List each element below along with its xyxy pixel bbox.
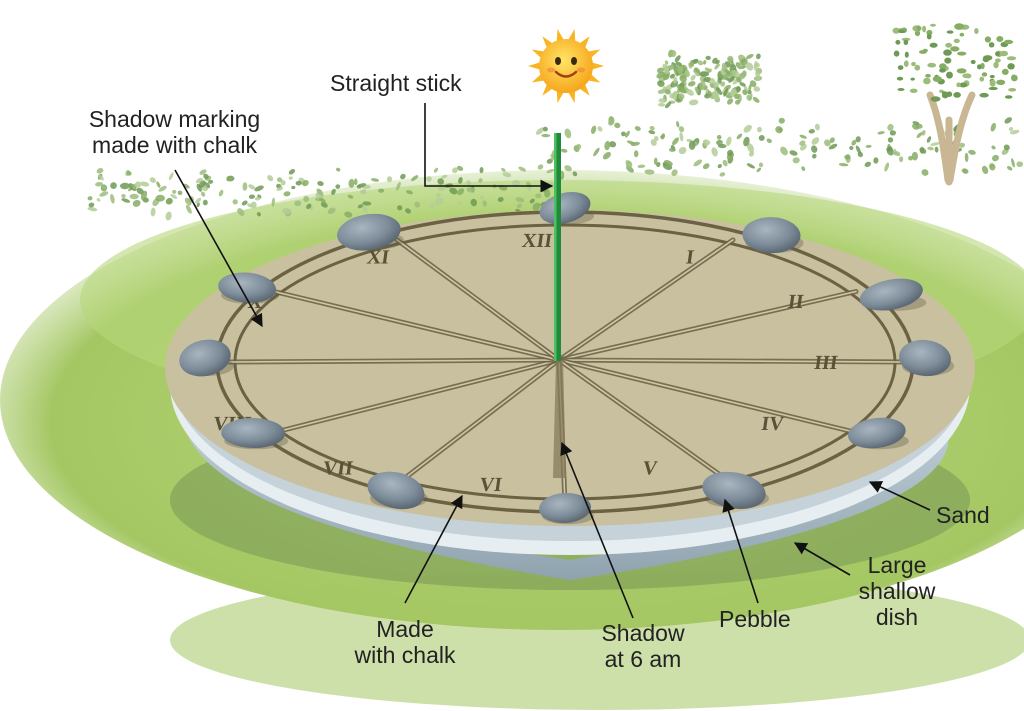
pebble-icon: [337, 213, 404, 251]
straight-stick: [554, 133, 561, 361]
label-pebble: Pebble: [719, 606, 791, 632]
pebble-icon: [367, 471, 428, 510]
label-shadow-marking-line2: made with chalk: [92, 132, 257, 158]
label-made-with-chalk: Made with chalk: [340, 616, 470, 668]
chalk-hour-line-highlight: [396, 359, 560, 485]
leader-straight-stick: [424, 103, 554, 193]
hour-numeral: XII: [521, 230, 554, 252]
pebbles: [179, 192, 954, 525]
pebble-icon: [702, 471, 769, 509]
leader-large-dish: [793, 542, 851, 576]
chalk-hour-line-highlight: [396, 239, 560, 361]
leader-sand: [868, 481, 931, 511]
label-sand-text: Sand: [936, 502, 990, 528]
hour-numeral: VI: [478, 474, 503, 496]
pebble-icon: [847, 417, 909, 450]
leader-pebble: [722, 498, 759, 604]
bushes: [87, 49, 1023, 221]
pebble-icon: [859, 278, 927, 311]
label-straight-stick: Straight stick: [330, 70, 462, 96]
label-dish-line2: shallow: [858, 578, 936, 604]
tree-icon: [892, 23, 1018, 186]
pebble-icon: [221, 417, 289, 450]
chalk-hour-line-highlight: [558, 359, 857, 434]
chalk-hour-line-highlight: [558, 239, 734, 361]
pebble-icon: [218, 272, 280, 304]
chalk-hour-line-highlight: [558, 359, 734, 485]
hour-numeral: IV: [760, 413, 786, 435]
hour-numeral: III: [813, 352, 840, 374]
hour-numeral: I: [685, 246, 696, 268]
sun-icon: [528, 29, 604, 103]
pebble-icon: [539, 492, 594, 525]
hour-numeral: II: [786, 291, 805, 313]
label-shadow-marking-line1: Shadow marking: [88, 106, 261, 132]
leader-made-with-chalk: [404, 494, 463, 604]
chalk-hour-line-highlight: [273, 290, 560, 361]
pebble-icon: [742, 217, 804, 254]
hour-numeral: V: [641, 458, 659, 480]
pebble-icon: [179, 339, 234, 377]
label-made-with-chalk-line2: with chalk: [354, 642, 456, 668]
label-straight-stick-text: Straight stick: [330, 70, 462, 96]
leader-shadow-6am: [560, 441, 634, 619]
label-shadow-6am-line1: Shadow: [601, 620, 685, 646]
hour-numeral: XI: [365, 246, 390, 268]
label-dish-line1: Large: [867, 552, 927, 578]
label-sand: Sand: [936, 502, 990, 528]
label-shadow-6am: Shadow at 6 am: [588, 620, 698, 672]
label-shadow-marking: Shadow marking made with chalk: [72, 106, 277, 158]
label-dish-line3: dish: [875, 604, 919, 630]
leader-shadow-marking: [174, 169, 263, 328]
hour-numeral: VII: [321, 458, 354, 480]
pebble-icon: [899, 339, 954, 377]
chalk-hour-line-highlight: [228, 359, 560, 363]
label-large-shallow-dish: Large shallow dish: [842, 552, 952, 630]
label-shadow-6am-line2: at 6 am: [604, 646, 682, 672]
chalk-hour-line-highlight: [558, 359, 902, 363]
label-made-with-chalk-line1: Made: [376, 616, 434, 642]
label-pebble-text: Pebble: [719, 606, 791, 632]
chalk-hour-line-highlight: [558, 290, 857, 361]
leader-lines: [174, 103, 931, 619]
chalk-hour-line-highlight: [273, 359, 560, 434]
chalk-hour-lines: [226, 237, 904, 506]
